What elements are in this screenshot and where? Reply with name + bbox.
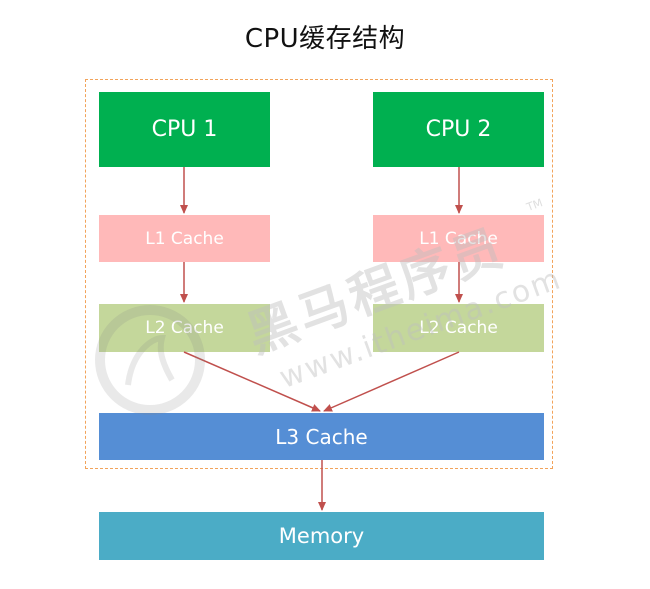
l1-cache-right-node: L1 Cache [373,215,544,262]
cpu2-node: CPU 2 [373,92,544,167]
cpu1-node: CPU 1 [99,92,270,167]
cpu-cache-boundary [85,79,553,469]
l2-cache-left-node: L2 Cache [99,304,270,352]
diagram-title: CPU缓存结构 [244,24,406,54]
l3-cache-node: L3 Cache [99,413,544,460]
memory-node: Memory [99,512,544,560]
l2-cache-right-node: L2 Cache [373,304,544,352]
l1-cache-left-node: L1 Cache [99,215,270,262]
